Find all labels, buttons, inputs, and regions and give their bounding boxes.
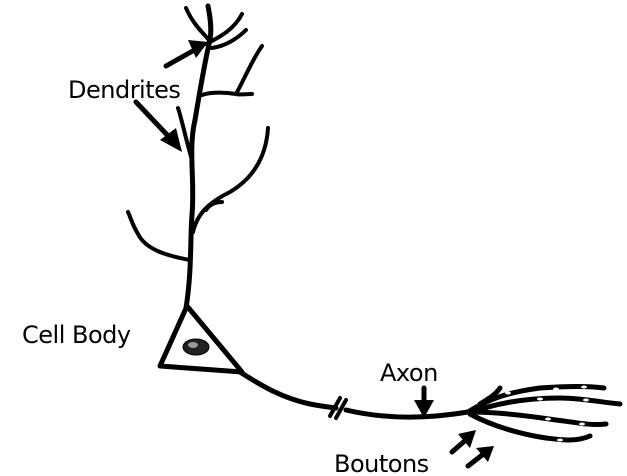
dendrite-branch (186, 8, 209, 40)
axon-line (346, 410, 468, 417)
cell-body-label: Cell Body (22, 321, 131, 349)
dendrite-branch (193, 128, 268, 232)
boutons-arrow-right (468, 446, 494, 466)
dendrite-branch (128, 212, 190, 260)
dendrite-branch (202, 46, 262, 95)
dendrites-arrow-lower (136, 102, 182, 152)
axon-arrow (414, 388, 434, 418)
boutons-arrow-left (452, 430, 476, 452)
dendrite-branch (178, 108, 192, 160)
axon-label: Axon (380, 359, 438, 387)
dendrites-label: Dendrites (68, 76, 180, 104)
axon-line (240, 372, 336, 408)
boutons-label: Boutons (334, 450, 429, 476)
dendrites-arrow-upper (166, 40, 208, 66)
cell-body (160, 306, 242, 372)
